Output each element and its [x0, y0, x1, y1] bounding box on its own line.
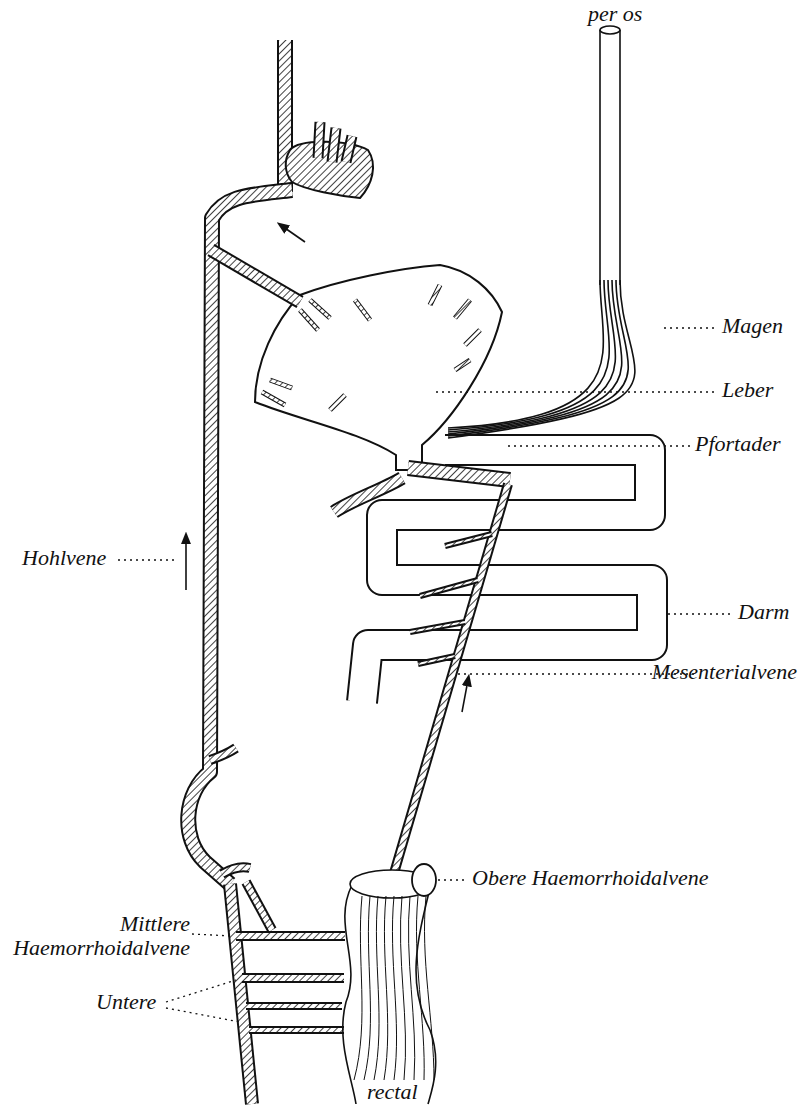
anatomy-label: Mesenterialvene	[652, 660, 797, 684]
anatomy-label: Pfortader	[695, 432, 781, 456]
anatomy-label: Leber	[722, 378, 773, 402]
anatomy-label: Untere	[96, 990, 156, 1014]
anatomy-label: Magen	[722, 314, 783, 338]
flow-arrow	[462, 680, 468, 712]
anatomy-label: rectal	[364, 1080, 421, 1104]
anatomy-label: Obere Haemorrhoidalvene	[472, 866, 708, 890]
veins	[188, 40, 510, 1104]
anatomy-label: per os	[588, 2, 642, 26]
flow-arrow	[282, 226, 305, 242]
anatomy-label: Mittlere Haemorrhoidalvene	[5, 912, 190, 960]
anatomy-label: Hohlvene	[22, 546, 106, 570]
anatomy-label: Darm	[738, 600, 789, 624]
heart	[286, 122, 373, 198]
flow-arrow	[185, 538, 187, 590]
rectum	[343, 864, 436, 1104]
leader-lines	[118, 328, 733, 1022]
